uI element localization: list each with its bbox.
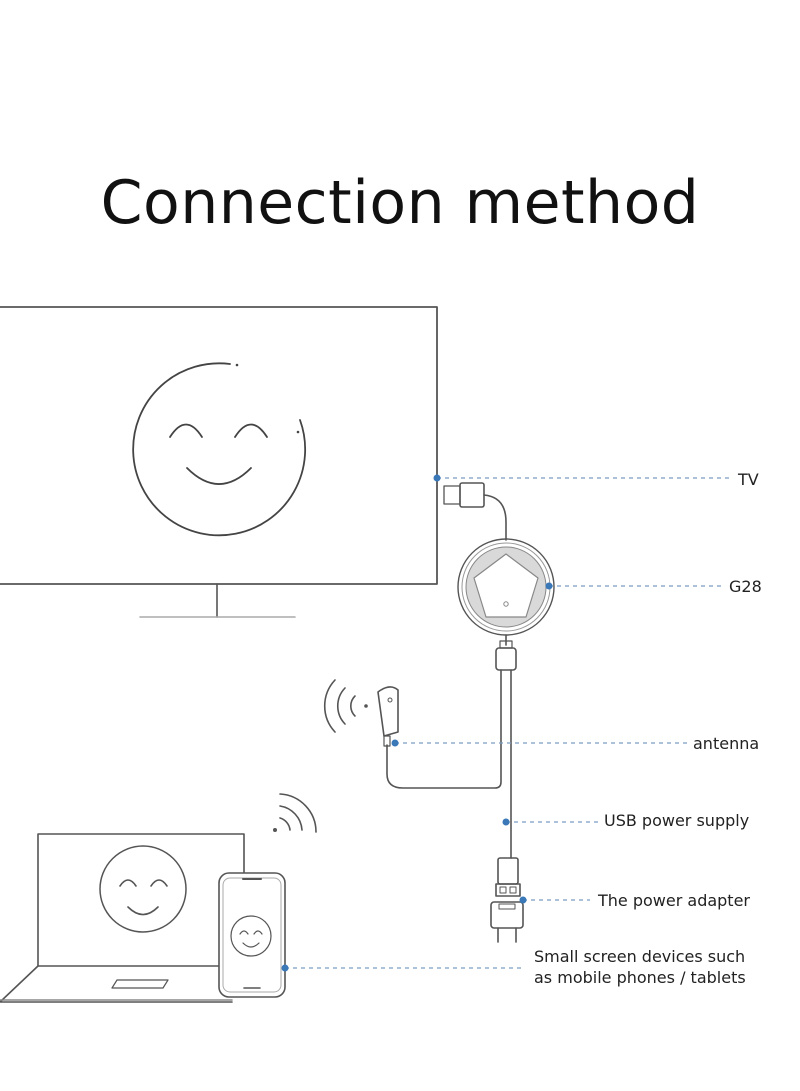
wifi-signal-icon: [323, 679, 368, 733]
micro-usb-plug: [495, 640, 517, 671]
label-power-adapter: The power adapter: [598, 891, 750, 910]
antenna-device: [377, 686, 399, 747]
g28-dongle: [457, 538, 555, 646]
phone-device: [218, 872, 286, 998]
anchor-dots: [281, 474, 553, 972]
power-adapter-icon: [490, 901, 524, 943]
label-tv: TV: [738, 470, 759, 489]
tv-device: [0, 306, 438, 618]
label-antenna: antenna: [693, 734, 760, 753]
leader-lines: [285, 477, 732, 969]
tv-screen: [0, 306, 438, 585]
usb-plug-icon: [495, 857, 521, 897]
label-usb-power-supply: USB power supply: [604, 811, 750, 830]
smiley-face-icon: [132, 362, 307, 537]
wifi-signal-icon: [273, 793, 317, 833]
label-small-devices-line1: Small screen devices such: [534, 947, 746, 966]
label-g28: G28: [729, 577, 762, 596]
antenna-cable: [386, 669, 502, 789]
label-small-devices-line2: as mobile phones / tablets: [534, 968, 746, 987]
hdmi-cable: [443, 482, 507, 541]
page-title: Connection method: [100, 168, 700, 238]
laptop-device: [0, 833, 245, 1003]
laptop-smiley-icon: [99, 845, 187, 933]
